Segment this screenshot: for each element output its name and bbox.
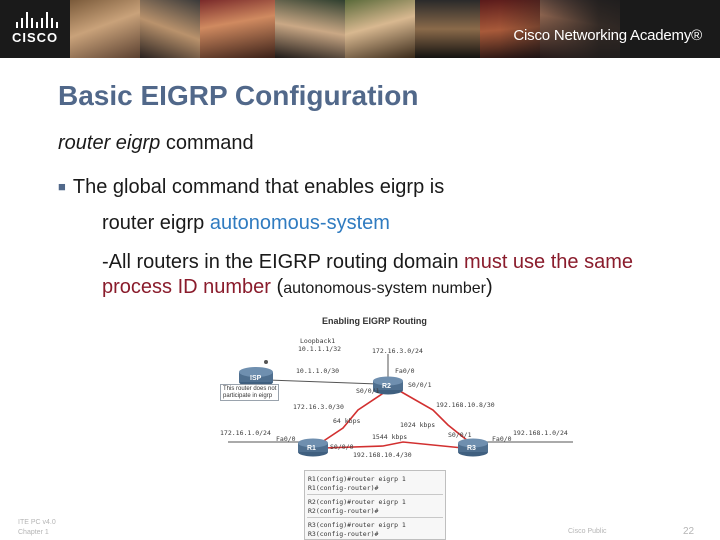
banner-photo <box>200 0 275 58</box>
r2-r3-network: 192.168.10.8/30 <box>436 401 495 409</box>
isp-note-line2: participate in eigrp <box>223 392 273 399</box>
note-small: autonomous-system number <box>283 279 486 297</box>
config-line: R2(config)#router eigrp 1 <box>308 498 406 506</box>
cisco-bars-icon <box>16 12 70 28</box>
note-part2: ( <box>270 275 284 298</box>
command-parameter: autonomous-system <box>209 212 390 234</box>
config-line: R2(config-router)# <box>308 507 379 515</box>
router-r2-icon <box>373 376 403 395</box>
note-accent: must use the same process ID number <box>102 251 633 298</box>
r1-fa-label: Fa0/0 <box>276 435 296 443</box>
config-divider <box>307 517 443 518</box>
isp-link-network: 10.1.1.0/30 <box>296 367 340 375</box>
page-number: 22 <box>683 526 695 537</box>
router-label-r2: R2 <box>382 383 391 390</box>
r3-s-label: S0/0/1 <box>448 431 472 439</box>
r3-lan-network: 192.168.1.0/24 <box>513 429 568 437</box>
square-bullet-icon: ■ <box>58 179 66 194</box>
r2-s0-label: S0/0/1 <box>356 387 380 395</box>
config-line: R3(config)#router eigrp 1 <box>308 521 406 529</box>
r1-lan-network: 172.16.1.0/24 <box>220 429 271 437</box>
r3-fa-label: Fa0/0 <box>492 435 512 443</box>
config-line: R1(config)#router eigrp 1 <box>308 475 406 483</box>
r2-s02-label: S0/0/1 <box>408 381 432 389</box>
router-isp-icon <box>239 367 273 387</box>
header-banner: CISCO Cisco Networking Academy® <box>0 0 720 58</box>
topology-diagram: Enabling EIGRP Routing ISP R2 R1 R3 Loop… <box>208 310 598 540</box>
banner-photo <box>275 0 345 58</box>
bandwidth-r2-r3: 1024 kbps <box>400 421 436 429</box>
note-part1: -All routers in the EIGRP routing domain <box>102 251 465 273</box>
footer-chapter: Chapter 1 <box>18 529 49 536</box>
bullet-text: The global command that enables eigrp is <box>72 176 445 198</box>
footer-classification: Cisco Public <box>568 528 607 535</box>
loopback-address: 10.1.1.1/32 <box>298 345 342 353</box>
config-divider <box>307 494 443 495</box>
r1-s-label: S0/0/0 <box>330 443 354 451</box>
config-commands-box: R1(config)#router eigrp 1 R1(config-rout… <box>304 470 446 540</box>
bandwidth-r1-r2: 64 kbps <box>333 417 361 425</box>
cisco-logo: CISCO <box>12 12 70 46</box>
r2-lan-network: 172.16.3.0/24 <box>372 347 423 355</box>
note-close: ) <box>485 275 493 298</box>
isp-note-line1: This router does not <box>223 386 277 392</box>
slide-subtitle: router eigrp command <box>58 132 254 155</box>
router-label-r3: R3 <box>467 445 476 452</box>
config-line: R3(config-router)# <box>308 530 379 538</box>
router-r1-icon <box>298 438 328 457</box>
banner-photo <box>140 0 200 58</box>
banner-photo <box>345 0 415 58</box>
footer-course: ITE PC v4.0 <box>18 519 56 526</box>
command-syntax: router eigrp autonomous-system <box>102 212 390 235</box>
r1-r2-network: 172.16.3.0/30 <box>293 403 344 411</box>
command-prefix: router eigrp <box>102 212 210 234</box>
cisco-wordmark: CISCO <box>12 30 59 45</box>
banner-photo <box>415 0 480 58</box>
bandwidth-r1-r3: 1544 kbps <box>372 433 408 441</box>
config-line: R1(config-router)# <box>308 484 379 492</box>
router-r3-icon <box>458 438 488 457</box>
banner-photo <box>70 0 140 58</box>
router-label-r1: R1 <box>307 445 316 452</box>
banner-shade <box>500 0 720 58</box>
router-label-isp: ISP <box>250 375 262 382</box>
r2-fa-label: Fa0/0 <box>395 367 415 375</box>
note-text: -All routers in the EIGRP routing domain… <box>102 250 662 299</box>
loopback-label: Loopback1 <box>300 337 336 345</box>
topology-links <box>228 354 573 457</box>
subtitle-rest: command <box>160 132 254 154</box>
slide-title: Basic EIGRP Configuration <box>58 80 419 111</box>
bullet-item: ■ The global command that enables eigrp i… <box>58 176 444 199</box>
subtitle-command: router eigrp <box>58 132 161 154</box>
diagram-title: Enabling EIGRP Routing <box>322 316 427 326</box>
academy-name: Cisco Networking Academy® <box>513 27 702 44</box>
r1-r3-network: 192.168.10.4/30 <box>353 451 412 459</box>
